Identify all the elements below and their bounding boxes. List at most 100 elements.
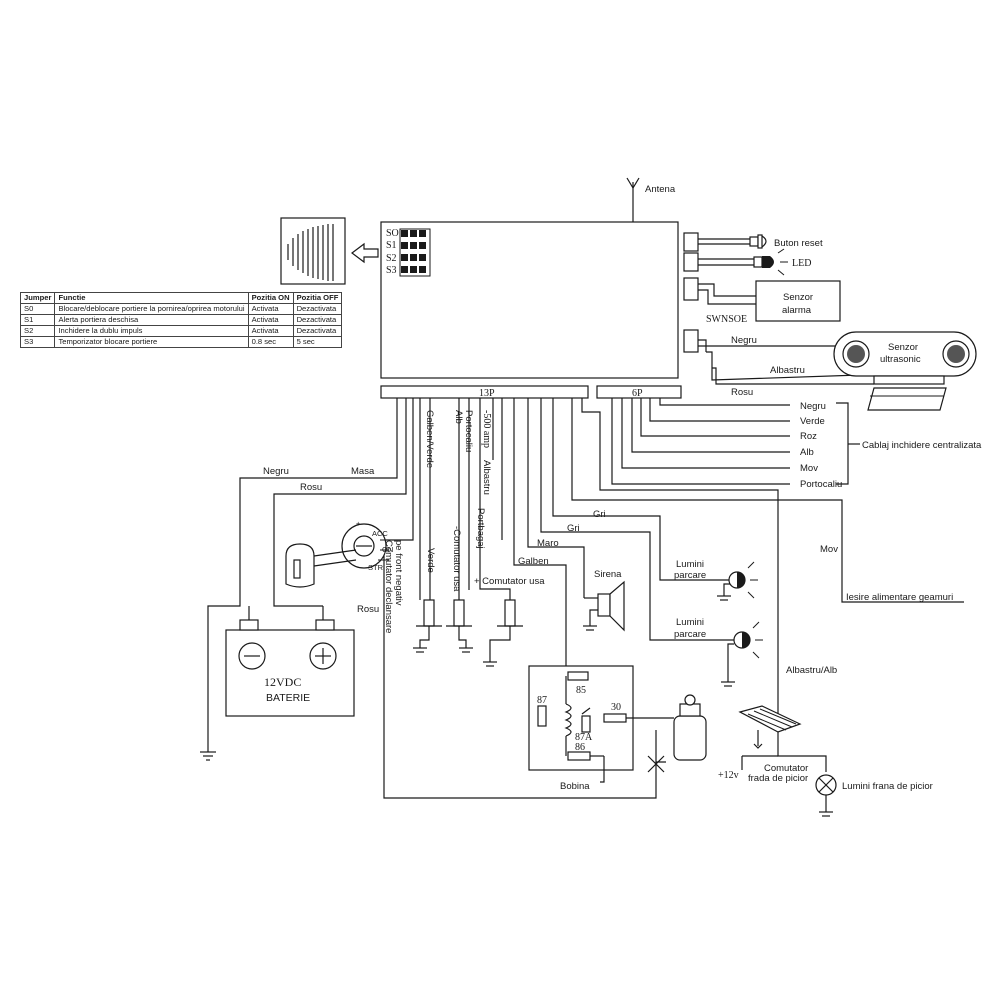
svg-text:+: +	[356, 519, 361, 528]
ultrasonic-sensor-label: ultrasonic	[880, 354, 921, 365]
parking-light-label: parcare	[674, 570, 706, 581]
ultrasonic-wiring	[698, 339, 874, 385]
ultrasonic-sensor-label: Senzor	[888, 342, 918, 353]
jumper-table: Jumper Functie Pozitia ON Pozitia OFF S0…	[19, 292, 343, 348]
battery-label: BATERIE	[266, 692, 310, 704]
negru-left-label: Negru	[263, 466, 289, 477]
table-row: S3 Temporizator blocare portiere 0.8 sec…	[19, 336, 343, 348]
ignition-label: ON	[382, 545, 393, 554]
ignition-coil-icon	[647, 694, 707, 773]
comutator-usa-neg-label: -Comutator usa	[451, 526, 462, 592]
comutator-declansare-label: pe front negativ	[393, 540, 404, 606]
six-pin-label: Alb	[800, 447, 814, 458]
wire-label: Galben/Verde	[424, 410, 435, 468]
alarm-sensor-label: alarma	[782, 305, 812, 316]
relay-pin-label: 87	[537, 695, 547, 706]
ignition-label: STR	[368, 563, 384, 572]
led-icon	[698, 248, 788, 276]
albastru-sensor-label: Albastru	[770, 365, 805, 376]
key-icon	[285, 543, 357, 588]
wire-label: Albastru	[481, 460, 492, 495]
rosu-left-label: Rosu	[300, 482, 322, 493]
cablaj-label: Cablaj inchidere centralizata	[862, 440, 982, 451]
table-cell: Temporizator blocare portiere	[54, 336, 249, 348]
connector-13p-label: 13P	[479, 388, 495, 399]
battery-voltage: 12VDC	[264, 675, 301, 689]
relay-pin-label: 30	[611, 702, 621, 713]
gri-label: Gri	[567, 523, 580, 534]
six-pin-label: Mov	[800, 463, 818, 474]
led-label: LED	[792, 258, 811, 269]
six-pin-label: Roz	[800, 431, 817, 442]
six-pin-label: Verde	[800, 416, 825, 427]
iesire-geamuri-label: Iesire alimentare geamuri	[846, 592, 953, 603]
portbagaj-label: Portbagaj	[475, 508, 486, 549]
jumper-label: SO	[386, 228, 399, 239]
connector-6p	[596, 385, 682, 399]
gri-label: Gri	[593, 509, 606, 520]
brake-pedal-icon	[738, 705, 802, 770]
brake-switch-label: Comutator	[764, 763, 808, 774]
six-pin-label: Negru	[800, 401, 826, 412]
siren-icon	[583, 580, 625, 632]
parking-light-label: Lumini	[676, 617, 704, 628]
mov-label: Mov	[820, 544, 838, 555]
alarm-sensor	[698, 280, 841, 322]
rosu-sensor-label: Rosu	[731, 387, 753, 398]
jumper-block	[399, 228, 431, 277]
verde-label: Verde	[425, 548, 436, 573]
swnsoe-label: SWNSOE	[706, 314, 747, 325]
ultrasonic-sensor	[833, 331, 977, 411]
comutator-declansare-label: Comutator declansare	[383, 540, 394, 633]
jumper-label: S3	[386, 265, 397, 276]
ignition-switch-icon: +	[341, 519, 397, 569]
table-row: S1 Alerta portiera deschisa Activata Dez…	[19, 314, 343, 326]
ground-icon	[200, 751, 216, 761]
reset-button-icon	[698, 234, 767, 249]
control-unit: SO S1 S2 S3	[380, 221, 679, 379]
door-switch-icon	[413, 599, 442, 653]
sirena-label: Sirena	[594, 569, 622, 580]
reset-button-label: Buton reset	[774, 238, 823, 249]
brake-light-label: Lumini frana de picior	[842, 781, 933, 792]
connector-6p-label: 6P	[632, 388, 643, 399]
door-switch-icon	[483, 599, 523, 667]
albastru-alb-label: Albastru/Alb	[786, 665, 837, 676]
relay-pin-label: 85	[576, 685, 586, 696]
maro-label: Maro	[537, 538, 559, 549]
vibration-icon	[280, 217, 346, 285]
brake-light-icon	[815, 774, 837, 817]
comutator-usa-pos-label: + Comutator usa	[474, 576, 545, 587]
parking-light-label: Lumini	[676, 559, 704, 570]
table-cell: 0.8 sec	[247, 336, 294, 348]
jumper-label: S1	[386, 240, 397, 251]
rosu-bottom-label: Rosu	[357, 604, 379, 615]
parking-light-icon	[721, 621, 763, 687]
relay-pin-label: 86	[575, 742, 585, 753]
relay-pin-label: 87A	[575, 732, 593, 743]
wire-label: Alb	[453, 410, 464, 424]
arrow-left-icon	[351, 242, 379, 264]
jumper-label: S2	[386, 253, 397, 264]
antenna-icon	[626, 177, 640, 222]
wire-label: Portocaliu	[463, 410, 474, 452]
connector-13p	[380, 385, 589, 399]
side-connectors	[683, 232, 699, 353]
thirteen-pin-wires	[207, 398, 964, 799]
parking-light-label: parcare	[674, 629, 706, 640]
galben-label: Galben	[518, 556, 549, 567]
table-cell: 5 sec	[292, 336, 343, 348]
table-cell: Activata	[247, 314, 294, 326]
brake-switch-label: frada de picior	[748, 773, 808, 784]
bobina-label: Bobina	[560, 781, 590, 792]
antenna-label: Antena	[645, 184, 676, 195]
six-pin-label: Portocaliu	[800, 479, 842, 490]
negru-sensor-label: Negru	[731, 335, 757, 346]
battery-icon	[225, 606, 355, 717]
masa-label: Masa	[351, 466, 375, 477]
plus12v-label: +12v	[718, 770, 739, 781]
ignition-label: ACC	[372, 529, 388, 538]
alarm-sensor-label: Senzor	[783, 292, 813, 303]
central-locking-wires	[611, 398, 860, 485]
